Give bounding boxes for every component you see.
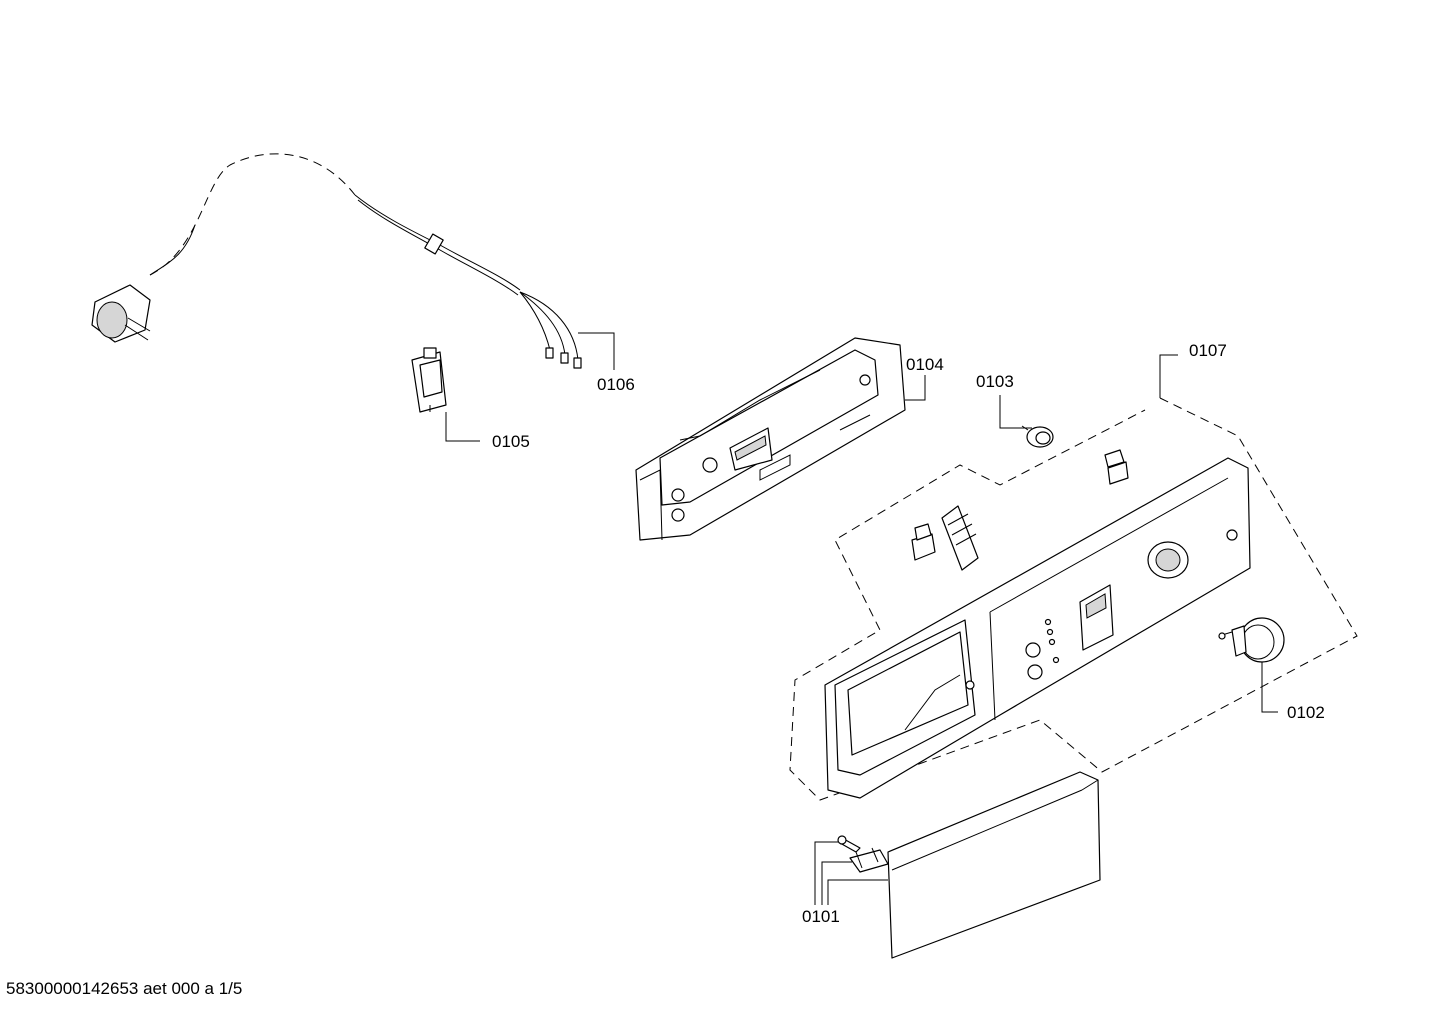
selector-knob bbox=[1218, 617, 1285, 663]
screw bbox=[837, 835, 861, 853]
document-reference: 58300000142653 aet 000 a 1/5 bbox=[6, 979, 243, 998]
wire-ends bbox=[519, 291, 582, 369]
power-cord bbox=[91, 153, 582, 369]
callout-0101: 0101 bbox=[802, 907, 840, 926]
group-outline bbox=[789, 397, 1358, 801]
callout-0103: 0103 bbox=[976, 372, 1014, 391]
control-module bbox=[635, 337, 906, 541]
control-panel-fascia bbox=[824, 457, 1251, 799]
terminal-block bbox=[729, 427, 773, 471]
callout-0105: 0105 bbox=[492, 432, 530, 451]
callout-0102: 0102 bbox=[1287, 703, 1325, 722]
drawer-handle bbox=[887, 771, 1101, 959]
leader-lines bbox=[445, 332, 1278, 905]
suppressor-bracket bbox=[411, 347, 447, 413]
callout-0107: 0107 bbox=[1189, 341, 1227, 360]
display-window bbox=[1079, 584, 1114, 651]
callout-0106: 0106 bbox=[597, 375, 635, 394]
knob-opening bbox=[1147, 541, 1189, 579]
push-buttons bbox=[911, 449, 1129, 571]
light-lens bbox=[1021, 425, 1054, 448]
schuko-plug bbox=[91, 284, 151, 343]
callout-0104: 0104 bbox=[906, 355, 944, 374]
clip bbox=[849, 847, 889, 873]
